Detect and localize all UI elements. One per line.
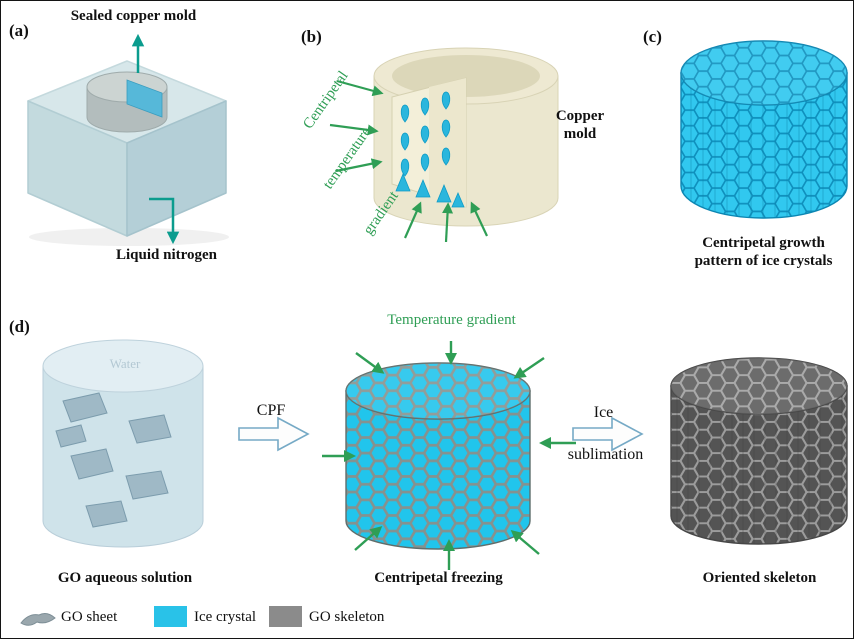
panel-a-label: (a) — [9, 21, 29, 40]
freezing-caption: Centripetal freezing — [374, 570, 503, 586]
sublimation-process-arrow — [572, 416, 644, 452]
legend-go-sheet-label: GO sheet — [61, 609, 118, 625]
go-sheets — [55, 392, 172, 528]
copper-mold-label-line1: Copper — [555, 108, 605, 124]
skeleton-cylinder — [670, 357, 848, 545]
water-label: Water — [109, 356, 141, 371]
panel-c-caption-line1: Centripetal growth — [702, 235, 825, 251]
cpf-label: CPF — [256, 402, 286, 419]
go-solution-caption: GO aqueous solution — [57, 570, 193, 586]
sealed-mold-label: Sealed copper mold — [70, 8, 197, 24]
temperature-gradient-label: Temperature gradient — [387, 312, 516, 328]
mold-cylinder — [86, 71, 168, 133]
panel-d-label: (d) — [9, 317, 30, 336]
freezing-cylinder — [345, 362, 531, 550]
legend-icons — [20, 606, 302, 627]
cutaway-copper-mold — [373, 47, 559, 227]
panel-c-caption: Centripetal growth pattern of ice crysta… — [661, 234, 853, 270]
sample-notch — [126, 79, 163, 118]
liquid-nitrogen-label: Liquid nitrogen — [115, 247, 217, 263]
mold-cavity-opening — [392, 55, 540, 97]
panel-c-label: (c) — [643, 27, 662, 46]
inner-wall — [429, 78, 466, 207]
panel-a-illustration — [27, 33, 229, 246]
legend-skeleton-swatch — [269, 606, 302, 627]
copper-mold-label-line2: mold — [563, 126, 597, 142]
arrow-to-nitrogen-label — [149, 197, 180, 245]
panel-b-illustration — [329, 47, 559, 243]
go-solution-cylinder — [42, 339, 204, 548]
skeleton-caption: Oriented skeleton — [702, 570, 817, 586]
legend-ice-crystal-label: Ice crystal — [194, 609, 257, 625]
centripetal-arrows-b — [329, 79, 488, 243]
panel-b-label: (b) — [301, 27, 322, 46]
cpf-process-arrow — [238, 416, 310, 452]
legend-go-skeleton-label: GO skeleton — [309, 609, 385, 625]
panel-c-caption-line2: pattern of ice crystals — [694, 253, 833, 269]
sublimation-label-line2: sublimation — [567, 446, 644, 463]
centripetal-arrows-d — [322, 341, 576, 570]
ice-crystal-cylinder — [680, 40, 848, 219]
sublimation-label-line1: Ice — [593, 404, 614, 421]
legend-go-sheet-icon — [20, 613, 56, 626]
legend-ice-swatch — [154, 606, 187, 627]
copper-mold-label: Copper mold — [541, 107, 619, 143]
ice-droplets — [395, 91, 465, 208]
